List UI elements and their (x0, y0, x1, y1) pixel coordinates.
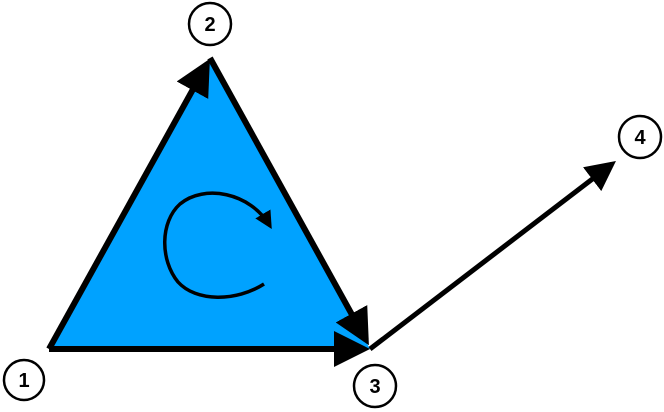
node-4-label: 4 (634, 127, 646, 149)
node-4: 4 (617, 114, 663, 160)
node-2-label: 2 (204, 14, 215, 36)
node-1: 1 (2, 358, 46, 402)
node-3: 3 (352, 363, 398, 409)
node-1-label: 1 (18, 370, 29, 392)
triangle-region (49, 58, 370, 349)
node-3-label: 3 (369, 376, 380, 398)
edge-3-4 (368, 160, 616, 351)
clockwise-arrow-icon (163, 191, 272, 299)
edge-1-2 (46, 58, 210, 351)
node-2: 2 (187, 1, 233, 47)
edge-2-3 (207, 56, 369, 346)
